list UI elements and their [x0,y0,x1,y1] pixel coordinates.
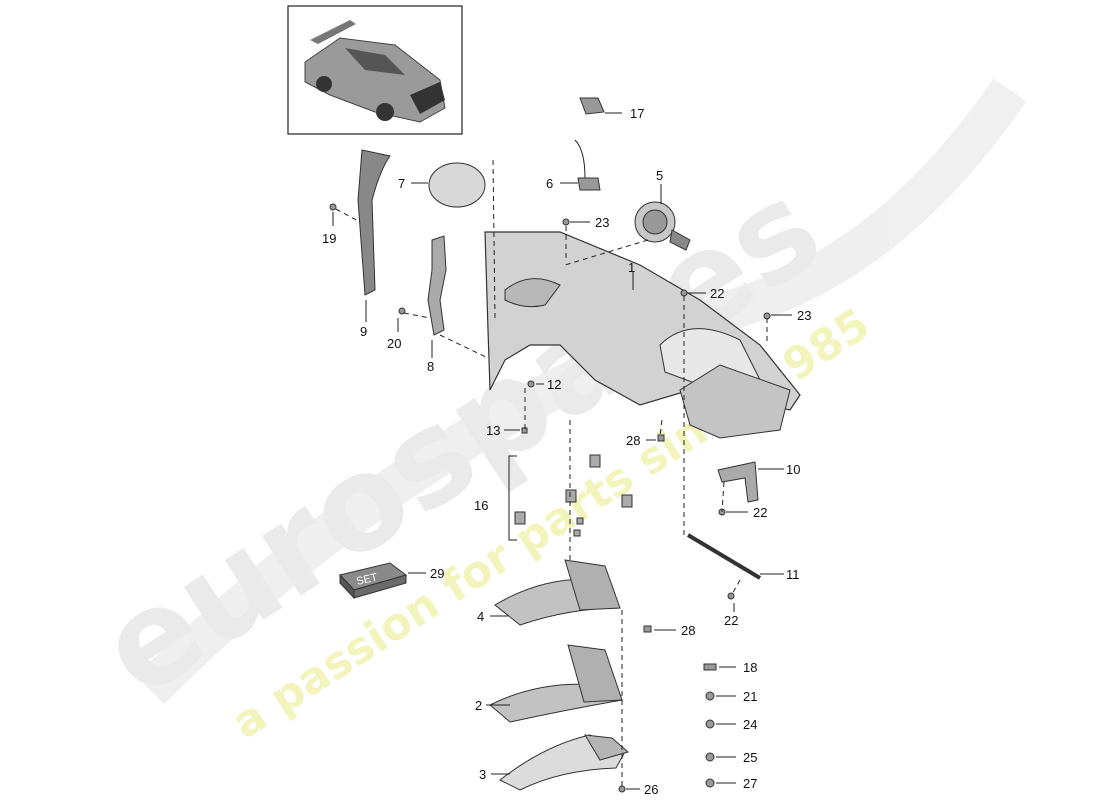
callout-27[interactable]: 27 [743,776,757,791]
callout-4[interactable]: 4 [477,609,484,624]
fuel-door-opening-icon [504,278,561,308]
filler-tab-icon [669,229,691,251]
screw-21-icon [705,691,715,701]
liner-rear-panel-icon [584,734,630,761]
callout-28-upper[interactable]: 28 [626,433,640,448]
callout-22-upper[interactable]: 22 [710,286,724,301]
seal-strip-icon [357,149,391,296]
callout-6[interactable]: 6 [546,176,553,191]
filler-neck-icon [642,209,668,235]
callout-21[interactable]: 21 [743,689,757,704]
screw-27-icon [705,778,715,788]
callout-20[interactable]: 20 [387,336,401,351]
callout-13[interactable]: 13 [486,423,500,438]
callout-24[interactable]: 24 [743,717,757,732]
clip-icon [565,489,577,503]
nut-22a-icon [680,289,688,297]
callout-7[interactable]: 7 [398,176,405,191]
watermark: eurospares a passion for parts since 198… [74,78,1027,749]
fender-bracket-icon [679,364,791,439]
vehicle-thumbnail [287,5,463,135]
stay-rod-icon [686,533,762,580]
assembly-line [721,481,725,513]
nut-20-icon [398,307,406,315]
actuator-cable-icon [574,139,586,179]
screw-24-icon [705,719,715,729]
clip-icon [576,517,584,525]
callout-22-lower[interactable]: 22 [724,613,738,628]
clip-28b-icon [643,625,652,633]
highlighted-fender-icon [410,82,445,114]
fender-part [484,231,801,439]
assembly-line [730,579,741,597]
callout-26[interactable]: 26 [644,782,658,797]
callout-17[interactable]: 17 [630,106,644,121]
car-wheel-icon [316,76,332,92]
callout-2[interactable]: 2 [475,698,482,713]
assembly-lines [335,159,768,790]
fuel-flap-icon [428,162,486,208]
assembly-line [335,208,361,223]
clip-icon [573,529,581,537]
set-box: SET [339,562,408,600]
callout-1[interactable]: 1 [628,260,635,275]
clip-cluster [514,454,633,537]
wheel-arch-liners [489,559,630,791]
support-bracket-icon [717,461,759,503]
watermark-brand: eurospares [74,151,846,726]
callout-3[interactable]: 3 [479,767,486,782]
callouts: 1 2 3 4 5 6 7 8 9 10 11 12 13 16 17 18 1… [322,106,811,797]
callout-23-right[interactable]: 23 [797,308,811,323]
callout-19[interactable]: 19 [322,231,336,246]
leader-lines [332,112,792,790]
liner-front-panel-icon [564,559,621,611]
clip-icon [589,454,601,468]
car-wheel-icon [376,103,394,121]
bracket-icon [427,235,447,336]
clip-icon [514,511,526,525]
callout-23-left[interactable]: 23 [595,215,609,230]
assembly-line [659,419,663,437]
hardware-icons [329,203,771,793]
callout-18[interactable]: 18 [743,660,757,675]
nut-12-icon [527,380,535,388]
filler-housing [634,201,691,251]
clip-icon [621,494,633,508]
assembly-line [564,239,649,266]
clip-18-icon [703,663,717,671]
callout-11[interactable]: 11 [786,567,800,582]
callout-10[interactable]: 10 [786,462,800,477]
clip-28a-icon [657,434,665,442]
callout-12[interactable]: 12 [547,377,561,392]
callout-8[interactable]: 8 [427,359,434,374]
screw-23a-icon [562,218,570,226]
screw-19-icon [329,203,337,211]
car-spoiler-icon [310,20,356,44]
car-windshield-icon [345,48,405,75]
switch-icon [579,97,605,115]
screw-25-icon [705,752,715,762]
callout-22-middle[interactable]: 22 [753,505,767,520]
bracket-line [508,455,517,541]
callout-16[interactable]: 16 [474,498,488,513]
callout-9[interactable]: 9 [360,324,367,339]
assembly-line [403,312,431,319]
callout-5[interactable]: 5 [656,168,663,183]
callout-28-lower[interactable]: 28 [681,623,695,638]
callout-25[interactable]: 25 [743,750,757,765]
screw-26-icon [618,785,626,793]
set-box-front-icon [353,574,407,599]
actuator-icon [577,177,601,191]
set-box-label: SET [355,571,379,588]
callout-29[interactable]: 29 [430,566,444,581]
